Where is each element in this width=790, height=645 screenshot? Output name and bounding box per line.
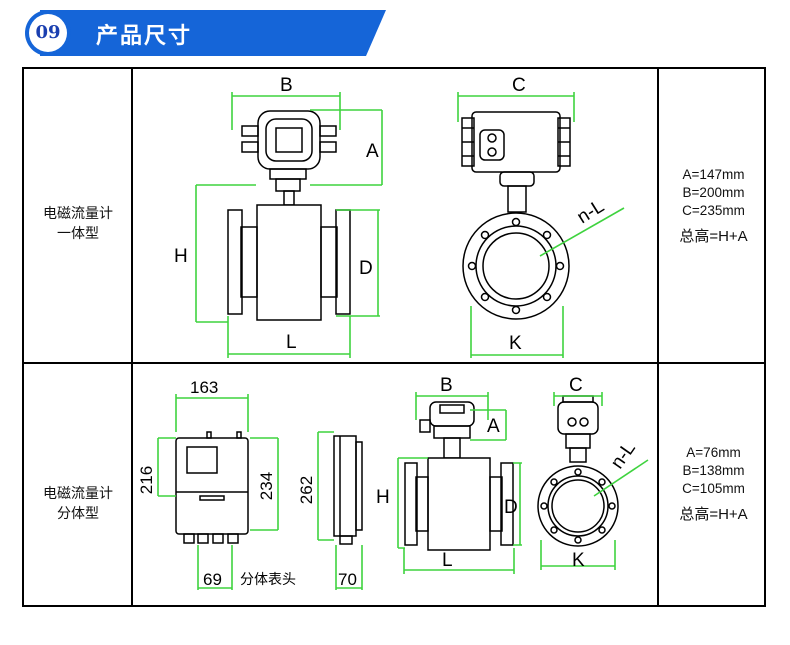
spec-integrated: A=147mm B=200mm C=235mm 总高=H+A <box>661 166 766 246</box>
spec-line: C=235mm <box>682 203 745 218</box>
dim-label-width: 163 <box>190 378 218 397</box>
dim-label-depth: 70 <box>338 570 357 589</box>
dim-label-C: C <box>569 375 583 396</box>
dim-label-height-right: 234 <box>257 472 276 500</box>
row-label-line: 一体型 <box>57 226 99 242</box>
dim-label-D: D <box>504 497 518 518</box>
dim-label-H: H <box>376 487 390 508</box>
dim-label-L: L <box>286 332 297 353</box>
dimension-lines <box>157 92 649 590</box>
dim-label-D: D <box>359 258 373 279</box>
row-label-line: 分体型 <box>57 506 99 522</box>
table-divider <box>657 69 659 605</box>
spec-line: C=105mm <box>682 481 745 496</box>
split-bolt-holes <box>540 468 616 544</box>
spec-line: B=200mm <box>682 185 745 200</box>
row-label-line: 电磁流量计 <box>43 486 113 502</box>
dim-label-n-L: n-L <box>574 196 608 228</box>
split-head-side <box>333 435 363 545</box>
split-sensor-side <box>537 395 619 547</box>
section-title: 产品尺寸 <box>96 24 193 49</box>
spec-line: A=147mm <box>682 167 745 182</box>
integrated-front-view <box>227 110 351 321</box>
spec-total: 总高=H+A <box>679 506 748 523</box>
dimension-table: 电磁流量计 一体型 电磁流量计 分体型 A=147mm B=200mm C=23… <box>22 67 766 607</box>
dim-label-n-L: n-L <box>607 438 640 473</box>
spec-line: A=76mm <box>686 445 741 460</box>
head-caption: 分体表头 <box>240 572 296 588</box>
dim-label-height-left: 216 <box>137 466 156 494</box>
spec-total: 总高=H+A <box>679 228 748 245</box>
dim-label-C: C <box>512 75 526 96</box>
dim-label-K: K <box>572 550 585 571</box>
dim-label-L: L <box>442 550 453 571</box>
banner-shape <box>25 10 386 56</box>
dim-label-B: B <box>280 75 293 96</box>
section-number: 09 <box>35 22 61 43</box>
table-divider <box>24 362 764 364</box>
spec-split: A=76mm B=138mm C=105mm 总高=H+A <box>661 444 766 524</box>
dim-label-H: H <box>174 246 188 267</box>
split-head-front <box>175 431 249 544</box>
spec-line: B=138mm <box>682 463 745 478</box>
dim-label-B: B <box>440 375 453 396</box>
dim-label-A: A <box>487 416 500 437</box>
integrated-bolt-holes <box>467 217 565 315</box>
section-banner <box>22 10 392 56</box>
dim-label-A: A <box>366 141 379 162</box>
dim-label-depth-total: 262 <box>297 476 316 504</box>
split-sensor-front <box>404 401 514 551</box>
integrated-side-view <box>461 111 571 320</box>
row-label-line: 电磁流量计 <box>43 206 113 222</box>
dim-label-bottom: 69 <box>203 570 222 589</box>
table-divider <box>131 69 133 605</box>
dim-label-K: K <box>509 333 522 354</box>
row-label-split: 电磁流量计 分体型 <box>24 484 132 524</box>
row-label-integrated: 电磁流量计 一体型 <box>24 204 132 244</box>
